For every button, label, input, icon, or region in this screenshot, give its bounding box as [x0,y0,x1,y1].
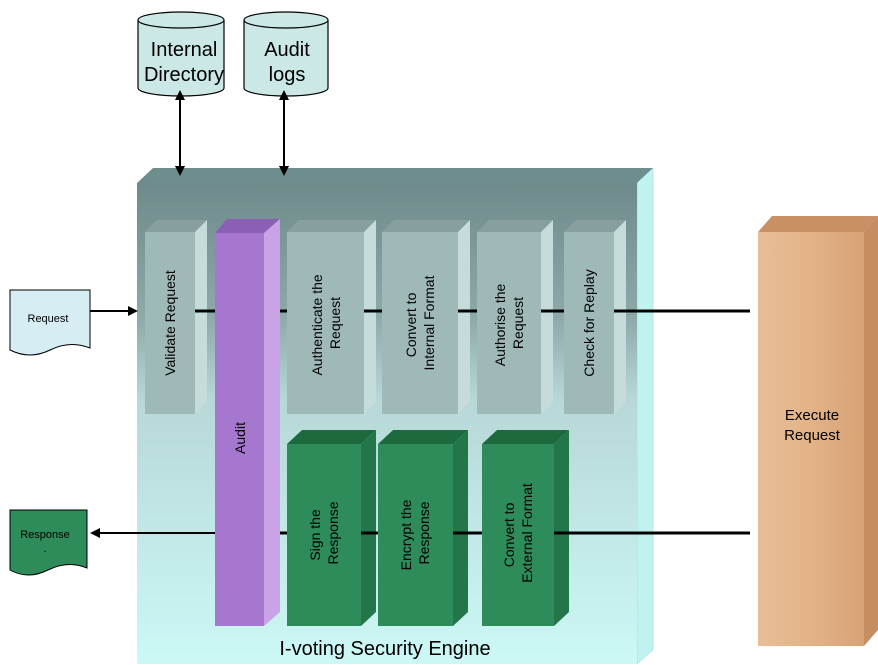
box-side [364,220,376,414]
box-front [215,233,264,626]
step-convert-internal: Convert to Internal Format [382,220,477,414]
step-sign-label: Sign the Response [307,501,341,564]
step-authenticate-line-1: Authenticate the [309,274,325,375]
response-document-label-1: Response [20,529,70,541]
audit-label-text: Audit [232,422,248,454]
step-replay: Check for Replay [564,220,626,414]
box-side [458,220,470,414]
step-authorise-label: Authorise the Request [492,280,526,366]
execute-request-label-1: Execute [785,407,839,424]
box-front [758,232,864,646]
step-sign-line-2: Response [325,501,341,564]
box-front [477,232,541,414]
box-side [541,220,553,414]
engine-side-face [636,167,654,665]
response-document: Response . [9,509,88,576]
step-convert-external: Convert to External Format [482,430,569,626]
step-convert-external-line-2: External Format [519,483,535,583]
box-top [564,220,626,232]
box-side [554,430,569,626]
box-front [378,444,453,626]
step-encrypt-line-2: Response [416,501,432,564]
response-document-label-2: . [43,543,46,555]
box-front [482,444,554,626]
box-top [477,220,553,232]
step-convert-internal-label: Convert to Internal Format [403,275,437,370]
box-top [382,220,470,232]
engine-top-face [137,168,653,183]
step-encrypt-label: Encrypt the Response [398,496,432,571]
document-icon [9,289,91,356]
step-replay-line-1: Check for Replay [581,269,597,376]
step-replay-label: Check for Replay [581,269,597,376]
internal-directory-label-2: Directory [144,64,224,86]
box-top [215,219,280,233]
step-authenticate: Authenticate the Request [287,220,382,414]
box-top [287,220,376,232]
internal-directory-store: Internal Directory [137,11,225,97]
box-top [378,430,468,444]
box-side [361,430,376,626]
step-convert-external-label: Convert to External Format [501,483,535,583]
step-encrypt: Encrypt the Response [378,430,482,626]
audit-logs-label-1: Audit [264,39,310,61]
step-convert-internal-line-2: Internal Format [421,275,437,370]
request-document: Request [9,289,91,356]
execute-request-label-2: Request [784,427,841,444]
step-sign: Sign the Response [287,430,378,626]
box-front [564,232,614,414]
engine-title: I-voting Security Engine [279,638,490,660]
audit-logs-label-2: logs [269,64,306,86]
box-side [453,430,468,626]
request-document-label: Request [28,313,69,325]
document-icon [9,509,88,576]
step-encrypt-line-1: Encrypt the [398,499,414,570]
box-top [758,216,878,232]
audit-logs-store: Audit logs [243,11,329,97]
box-top [145,220,207,232]
execute-request-block: Execute Request [758,216,878,646]
box-front [287,444,361,626]
step-sign-line-1: Sign the [307,509,323,561]
step-validate-line-1: Validate Request [162,270,178,376]
box-front [382,232,458,414]
step-convert-external-line-1: Convert to [501,502,517,567]
box-front [287,232,364,414]
audit-column: Audit [215,219,280,626]
internal-directory-label-1: Internal [151,39,218,61]
cylinder-top [243,11,329,29]
box-side [614,220,626,414]
box-top [287,430,376,444]
box-side [195,220,207,414]
box-side [864,216,878,646]
box-top [482,430,569,444]
step-validate-label: Validate Request [162,270,178,376]
step-authenticate-label: Authenticate the Request [309,270,343,375]
box-front [145,232,195,414]
cylinder-top [137,11,225,29]
step-authorise-line-2: Request [510,297,526,349]
audit-label: Audit [232,422,248,454]
step-validate: Validate Request [145,220,207,414]
step-convert-internal-line-1: Convert to [403,292,419,357]
step-authorise-line-1: Authorise the [492,283,508,366]
box-side [264,219,280,626]
step-authorise: Authorise the Request [477,220,564,414]
step-authenticate-line-2: Request [327,297,343,349]
